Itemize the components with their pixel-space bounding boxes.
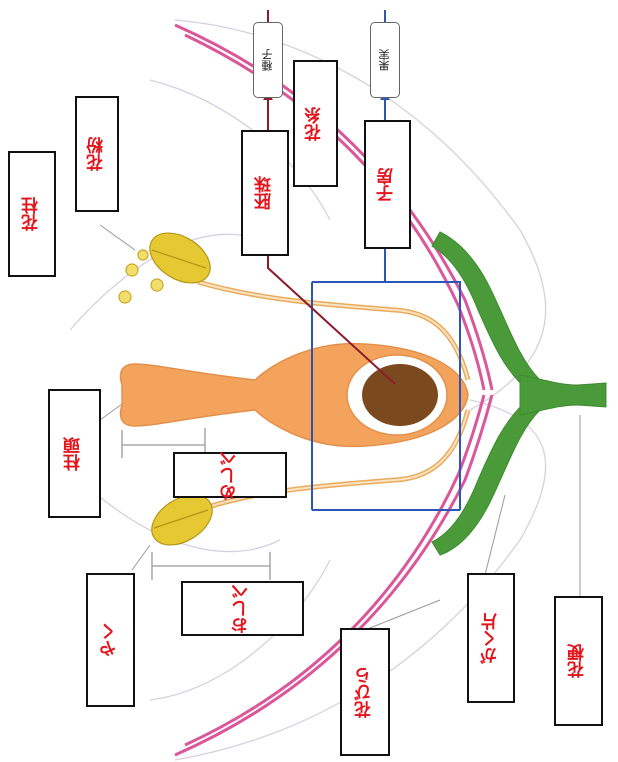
label-filament: 花糸	[293, 60, 338, 187]
label-ovary: 子房	[364, 120, 411, 249]
label-stigma-text: 柱頭	[65, 437, 84, 471]
label-style-text: 花柱	[23, 197, 42, 231]
label-ovule: 胚珠	[241, 130, 289, 256]
label-pollen-text: 花粉	[88, 137, 107, 171]
label-sepal-text: がく片	[482, 613, 501, 664]
label-sepal: がく片	[467, 573, 515, 703]
tag-fruit-text: 果実	[377, 49, 393, 71]
label-ovule-text: 胚珠	[256, 176, 275, 210]
label-petal: 花びら	[340, 628, 390, 756]
label-anther-text: やく	[101, 623, 120, 657]
label-stamen-text: おしべ	[233, 583, 252, 634]
label-petal-text: 花びら	[356, 667, 375, 718]
label-pedicel: 花梗	[554, 596, 603, 726]
label-stigma: 柱頭	[48, 389, 101, 518]
label-stamen: おしべ	[181, 581, 304, 636]
label-pedicel-text: 花梗	[569, 644, 588, 678]
ovule	[362, 364, 438, 426]
label-filament-text: 花糸	[306, 107, 325, 141]
tag-fruit: 果実	[370, 22, 400, 98]
label-ovary-text: 子房	[378, 168, 397, 202]
label-pollen: 花粉	[75, 96, 119, 212]
label-pistil-text: めしべ	[221, 450, 240, 501]
tag-seed-text: 種子	[260, 49, 276, 71]
tag-seed: 種子	[253, 22, 283, 98]
label-style: 花柱	[8, 151, 56, 277]
label-anther: やく	[86, 573, 135, 707]
label-pistil: めしべ	[173, 452, 287, 498]
